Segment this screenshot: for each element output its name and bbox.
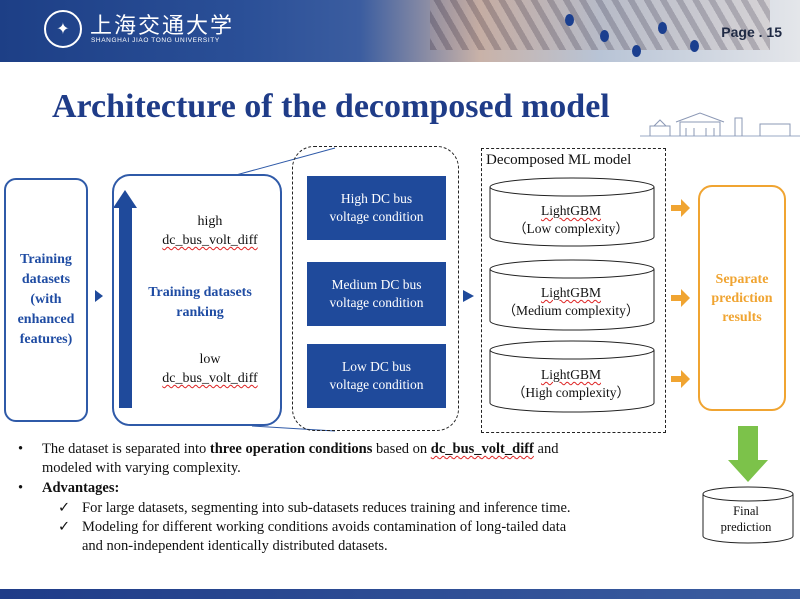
header-band: ✦ 上海交通大学 SHANGHAI JIAO TONG UNIVERSITY P… bbox=[0, 0, 800, 62]
training-datasets-box: Training datasets (with enhanced feature… bbox=[4, 178, 88, 422]
lantern-icon bbox=[632, 45, 641, 57]
model-name-text: LightGBM bbox=[540, 285, 601, 300]
arrow-up-icon bbox=[113, 190, 137, 208]
ranking-title-line: ranking bbox=[176, 305, 224, 320]
lantern-icon bbox=[565, 14, 574, 26]
orange-arrows bbox=[671, 199, 690, 388]
training-box-line: (with bbox=[30, 292, 62, 307]
bullet-dot-icon: • bbox=[18, 480, 24, 496]
model-complexity: （Low complexity） bbox=[513, 221, 629, 236]
condition-line: voltage condition bbox=[329, 295, 424, 310]
skyline-decoration-icon bbox=[640, 112, 800, 137]
cylinder-shapes bbox=[489, 177, 655, 413]
training-box-line: datasets bbox=[21, 272, 71, 287]
page-number: Page . 15 bbox=[721, 24, 782, 40]
arrow-right-icon bbox=[463, 290, 474, 302]
condition-line: voltage condition bbox=[329, 209, 424, 224]
ranking-title: Training datasets ranking bbox=[140, 283, 260, 323]
variable-name: dc_bus_volt_diff bbox=[162, 233, 258, 248]
slide-title: Architecture of the decomposed model bbox=[52, 88, 610, 125]
model-high: LightGBM （High complexity） bbox=[490, 366, 652, 402]
training-box-line: enhanced bbox=[17, 312, 75, 327]
model-name: LightGBM bbox=[490, 202, 652, 220]
bullet-text: based on bbox=[372, 441, 431, 457]
training-box-line: features) bbox=[19, 332, 73, 347]
condition-line: Low DC bus bbox=[341, 359, 411, 374]
conditions-group bbox=[292, 146, 459, 431]
final-prediction-label: Final prediction bbox=[700, 503, 792, 535]
separate-line: Separate bbox=[715, 271, 769, 287]
model-name: LightGBM bbox=[490, 284, 652, 302]
model-name-text: LightGBM bbox=[540, 203, 601, 218]
sub-bullet-item: ✓ Modeling for different working conditi… bbox=[14, 518, 694, 556]
arrow-right-icon bbox=[95, 290, 103, 302]
sub-bullet-item: ✓ For large datasets, segmenting into su… bbox=[14, 499, 694, 518]
ranking-arrow-shaft bbox=[119, 206, 132, 408]
medium-condition-box: Medium DC bus voltage condition bbox=[307, 262, 446, 326]
model-complexity: （High complexity） bbox=[511, 385, 631, 400]
model-complexity: （Medium complexity） bbox=[502, 303, 640, 318]
final-cylinder-shape bbox=[702, 486, 794, 544]
advantages-heading: Advantages: bbox=[42, 480, 120, 496]
bullet-list: • The dataset is separated into three op… bbox=[14, 440, 694, 556]
low-condition-box: Low DC bus voltage condition bbox=[307, 344, 446, 408]
rank-high-variable: dc_bus_volt_diff bbox=[140, 232, 280, 250]
footer-band bbox=[0, 589, 800, 599]
high-condition-box: High DC bus voltage condition bbox=[307, 176, 446, 240]
bullet-dot-icon: • bbox=[18, 441, 24, 457]
bullet-variable: dc_bus_volt_diff bbox=[430, 441, 534, 457]
separate-line: prediction bbox=[711, 290, 773, 306]
model-medium: LightGBM （Medium complexity） bbox=[490, 284, 652, 320]
model-name: LightGBM bbox=[490, 366, 652, 384]
university-seal-icon: ✦ bbox=[44, 10, 82, 48]
sub-bullet-text: and non-independent identically distribu… bbox=[82, 538, 388, 554]
ranking-box bbox=[112, 174, 282, 426]
arrow-down-icon bbox=[728, 426, 768, 482]
sub-bullet-text: Modeling for different working condition… bbox=[82, 519, 567, 535]
checkmark-icon: ✓ bbox=[58, 500, 71, 516]
bullet-item: • Advantages: bbox=[14, 479, 694, 498]
logo-english: SHANGHAI JIAO TONG UNIVERSITY bbox=[91, 37, 220, 44]
checkmark-icon: ✓ bbox=[58, 519, 71, 535]
lantern-icon bbox=[690, 40, 699, 52]
zoom-line bbox=[235, 147, 336, 176]
model-low: LightGBM （Low complexity） bbox=[490, 202, 652, 238]
bullet-text: and bbox=[533, 441, 559, 457]
variable-name: dc_bus_volt_diff bbox=[162, 371, 258, 386]
training-box-line: Training bbox=[20, 252, 72, 267]
condition-line: Medium DC bus bbox=[331, 277, 422, 292]
condition-line: High DC bus bbox=[340, 191, 413, 206]
model-name-text: LightGBM bbox=[540, 367, 601, 382]
separate-results-box: Separate prediction results bbox=[698, 185, 786, 411]
sub-bullet-text: For large datasets, segmenting into sub-… bbox=[82, 500, 571, 516]
bullet-text: modeled with varying complexity. bbox=[42, 460, 241, 476]
final-line: prediction bbox=[720, 520, 772, 534]
ml-model-group bbox=[481, 148, 666, 433]
logo-chinese: 上海交通大学 bbox=[90, 14, 235, 39]
lantern-icon bbox=[600, 30, 609, 42]
bullet-text: The dataset is separated into bbox=[42, 441, 210, 457]
bullet-item: • The dataset is separated into three op… bbox=[14, 440, 694, 478]
condition-line: voltage condition bbox=[329, 377, 424, 392]
rank-high-label: high bbox=[197, 214, 223, 229]
ml-group-title: Decomposed ML model bbox=[486, 152, 632, 168]
header-eaves-decoration bbox=[430, 0, 770, 50]
rank-low-label: low bbox=[199, 352, 221, 367]
rank-low-variable: dc_bus_volt_diff bbox=[140, 370, 280, 388]
bullet-bold-text: three operation conditions bbox=[209, 441, 373, 457]
lantern-icon bbox=[658, 22, 667, 34]
final-line: Final bbox=[733, 504, 759, 518]
ranking-title-line: Training datasets bbox=[148, 285, 252, 300]
separate-line: results bbox=[722, 309, 762, 325]
